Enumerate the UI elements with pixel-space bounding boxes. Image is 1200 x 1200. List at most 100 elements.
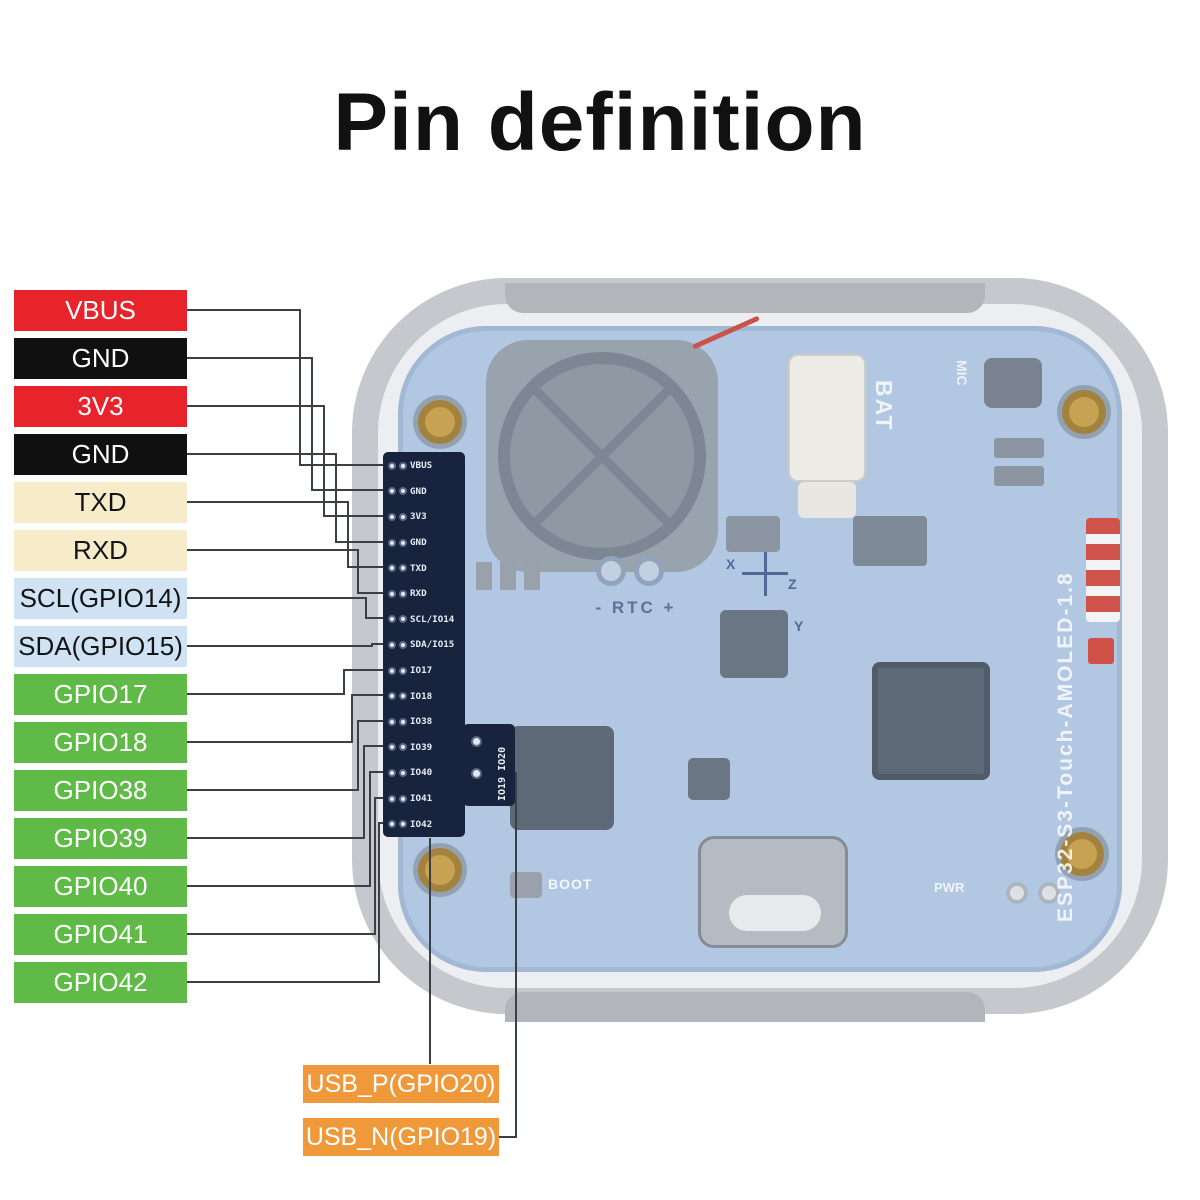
header-pin-label: SDA/IO15: [410, 639, 455, 651]
pin-pad: [388, 717, 396, 726]
pin-pad: [399, 768, 407, 777]
pin-label-sda: SDA(GPIO15): [14, 626, 187, 667]
pin-label-gnd-1: GND: [14, 338, 187, 379]
pin-pad: [388, 589, 396, 598]
usb-pad-io20: [471, 736, 482, 747]
header-pin-row: IO40: [383, 760, 465, 786]
pcb-board: BAT MIC - RTC + X Z Y: [398, 315, 1122, 972]
boot-label: BOOT: [548, 876, 593, 892]
pin-label-gpio18: GPIO18: [14, 722, 187, 763]
round-pad: [596, 556, 626, 586]
pin-pad: [388, 538, 396, 547]
header-pin-label: IO42: [410, 819, 433, 830]
usb-p-label: USB_P(GPIO20): [303, 1065, 499, 1103]
pin-pad: [388, 820, 396, 829]
header-pin-label: SCL/IO14: [410, 614, 455, 625]
header-pin-row: SCL/IO14: [383, 607, 465, 633]
pin-pad: [399, 820, 407, 829]
chip: [510, 726, 614, 830]
header-pin-row: IO38: [383, 709, 465, 735]
pin-pad: [399, 461, 407, 470]
header-pin-label: IO17: [410, 665, 433, 676]
pin-pad: [388, 487, 396, 496]
red-component: [1088, 638, 1114, 664]
pin-label-gpio42: GPIO42: [14, 962, 187, 1003]
screw-hole: [418, 400, 462, 444]
header-pin-row: IO18: [383, 683, 465, 709]
usb-pad-io19: [471, 768, 482, 779]
pin-label-gnd-2: GND: [14, 434, 187, 475]
pin-pad: [399, 717, 407, 726]
usb-n-label: USB_N(GPIO19): [303, 1118, 499, 1156]
chip: [688, 758, 730, 800]
usb-pads-block: IO19 IO20: [463, 724, 515, 806]
battery-plug: [798, 482, 856, 518]
round-pad: [634, 556, 664, 586]
pwr-label: PWR: [934, 880, 965, 895]
pin-pad: [399, 589, 407, 598]
pin-pad: [388, 692, 396, 701]
silkscreen-label: ESP32-S3-Touch-AMOLED-1.8: [1054, 571, 1077, 922]
usb-c-opening: [729, 895, 821, 931]
pin-pad: [388, 666, 396, 675]
chip: [720, 610, 788, 678]
header-pin-row: RXD: [383, 581, 465, 607]
pin-label-gpio38: GPIO38: [14, 770, 187, 811]
pin-label-vbus: VBUS: [14, 290, 187, 331]
microphone: [984, 358, 1042, 408]
pin-label-scl: SCL(GPIO14): [14, 578, 187, 619]
mic-label: MIC: [954, 360, 970, 386]
header-pin-row: IO39: [383, 735, 465, 761]
capacitor: [500, 562, 516, 590]
pin-label-gpio17: GPIO17: [14, 674, 187, 715]
axis-line-v: [764, 550, 767, 596]
header-pin-label: VBUS: [410, 460, 433, 471]
header-pin-label: GND: [410, 486, 427, 497]
header-pin-row: IO17: [383, 658, 465, 684]
pin-socket: [994, 438, 1044, 458]
chip: [726, 516, 780, 552]
pin-socket: [994, 466, 1044, 486]
pin-pad: [399, 743, 407, 752]
pin-label-gpio41: GPIO41: [14, 914, 187, 955]
pin-label-txd: TXD: [14, 482, 187, 523]
pin-pad: [388, 512, 396, 521]
rtc-label: - RTC +: [595, 598, 677, 617]
pin-pad: [388, 794, 396, 803]
header-pin-row: GND: [383, 479, 465, 505]
case-top-edge: [505, 283, 985, 313]
battery-connector: [788, 354, 866, 482]
pin-label-3v3: 3V3: [14, 386, 187, 427]
pin-pad: [399, 692, 407, 701]
pin-pad: [388, 743, 396, 752]
header-pin-label: GND: [410, 537, 427, 548]
pin-label-gpio39: GPIO39: [14, 818, 187, 859]
pin-pad: [388, 768, 396, 777]
pin-pad: [388, 615, 396, 624]
pin-label-rxd: RXD: [14, 530, 187, 571]
axis-y-label: Y: [794, 618, 804, 634]
pin-pad: [399, 487, 407, 496]
pin-pad: [399, 794, 407, 803]
capacitor: [524, 562, 540, 590]
header-pin-label: IO40: [410, 767, 433, 778]
pin-pad: [388, 640, 396, 649]
header-pin-row: IO42: [383, 811, 465, 837]
screw-hole: [1060, 832, 1104, 876]
bat-label: BAT: [871, 380, 897, 432]
pin-pad: [399, 640, 407, 649]
pin-pad: [399, 512, 407, 521]
header-pin-row: GND: [383, 530, 465, 556]
screw-hole: [1062, 390, 1106, 434]
header-pin-row: SDA/IO15: [383, 632, 465, 658]
led: [1038, 882, 1060, 904]
usb-pads-label: IO19 IO20: [497, 746, 508, 801]
header-pin-label: 3V3: [410, 511, 427, 523]
header-pin-label: RXD: [410, 588, 427, 599]
striped-connector: [1086, 518, 1120, 622]
header-pin-label: IO39: [410, 742, 433, 753]
screw-hole: [418, 848, 462, 892]
boot-button: [510, 872, 542, 898]
header-pin-row: TXD: [383, 555, 465, 581]
